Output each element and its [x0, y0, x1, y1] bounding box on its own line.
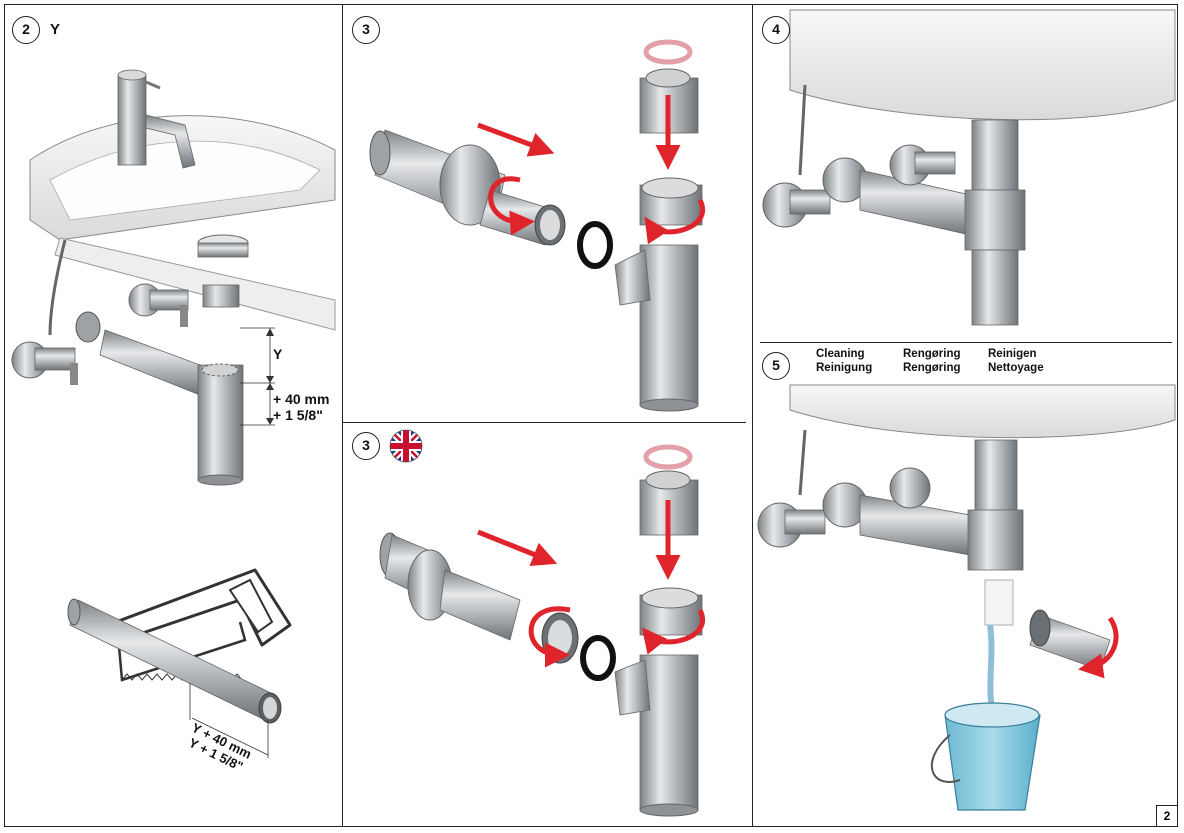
red-arrows-top	[477, 95, 705, 245]
step-number-3-bottom: 3	[352, 432, 380, 460]
cleaning-illustration	[757, 384, 1176, 811]
cleaning-label-da: Rengøring	[903, 348, 961, 360]
cleaning-label-no: Rengøring	[903, 362, 961, 374]
pipe-to-cut-illustration	[67, 598, 282, 758]
faucet-illustration	[117, 69, 196, 169]
angle-valves-illustration	[11, 239, 189, 385]
panel-divider	[342, 422, 746, 423]
dimension-mm-label: + 40 mm	[273, 391, 330, 407]
trap-illustration	[75, 311, 244, 486]
cleaning-label-nl: Reinigen	[988, 348, 1037, 360]
drain-plug-illustration	[197, 234, 249, 308]
manual-page	[4, 4, 1178, 827]
dimension-y-label: Y	[273, 346, 283, 362]
step-number-4: 4	[762, 16, 790, 44]
red-arrows-bottom	[477, 500, 705, 668]
page-number: 2	[1156, 805, 1178, 827]
dimension-lines	[240, 327, 275, 426]
step-number-3-top: 3	[352, 16, 380, 44]
step-2-label: Y	[50, 21, 61, 38]
installed-trap-illustration	[762, 9, 1176, 326]
panel-divider	[752, 4, 753, 827]
step-number-5: 5	[762, 352, 790, 380]
step-number-2: 2	[12, 16, 40, 44]
basin-illustration	[29, 115, 336, 331]
panel-divider	[342, 4, 343, 827]
cleaning-label-de: Reinigung	[816, 362, 873, 374]
uk-flag-icon	[389, 429, 423, 463]
panel-divider	[760, 342, 1172, 343]
dimension-inch-label: + 1 5/8"	[273, 407, 323, 423]
trap-parts-illustration-bottom	[379, 444, 703, 817]
cleaning-label-en: Cleaning	[816, 348, 865, 360]
cleaning-label-fr: Nettoyage	[988, 362, 1044, 374]
